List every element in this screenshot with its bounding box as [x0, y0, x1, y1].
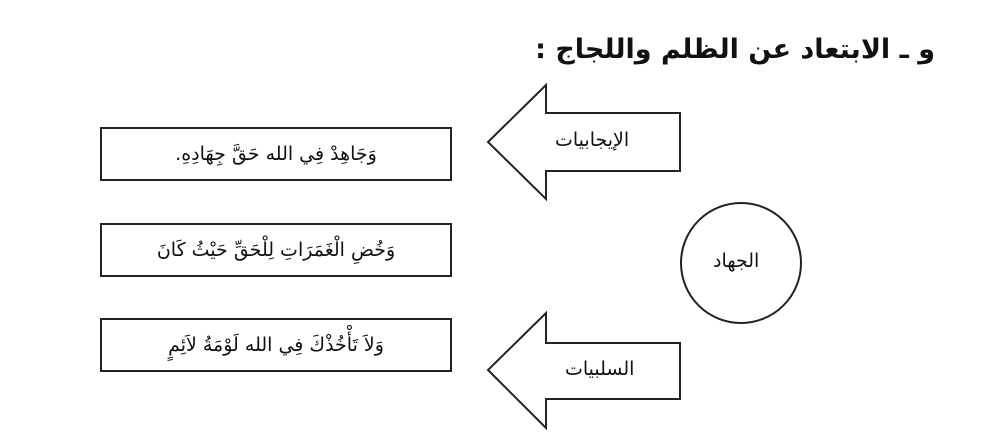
positives-arrow [486, 82, 681, 202]
box-text: وَخُضِ الْغَمَرَاتِ لِلْحَقِّ حَيْثُ كَا… [156, 239, 396, 261]
positive-box: وَجَاهِدْ فِي الله حَقَّ جِهَادِهِ. [100, 127, 452, 181]
middle-box: وَخُضِ الْغَمَرَاتِ لِلْحَقِّ حَيْثُ كَا… [100, 223, 452, 277]
negatives-arrow [486, 310, 681, 431]
jihad-circle [680, 202, 802, 324]
negatives-label: السلبيات [565, 358, 635, 380]
jihad-label: الجهاد [713, 250, 760, 272]
section-title: و ـ الابتعاد عن الظلم واللجاج : [535, 34, 935, 65]
positives-label: الإيجابيات [555, 129, 630, 151]
box-text: وَجَاهِدْ فِي الله حَقَّ جِهَادِهِ. [175, 143, 377, 165]
negative-box: وَلاَ تَأْخُذْكَ فِي الله لَوْمَةُ لاَئِ… [100, 318, 452, 372]
box-text: وَلاَ تَأْخُذْكَ فِي الله لَوْمَةُ لاَئِ… [168, 334, 384, 356]
